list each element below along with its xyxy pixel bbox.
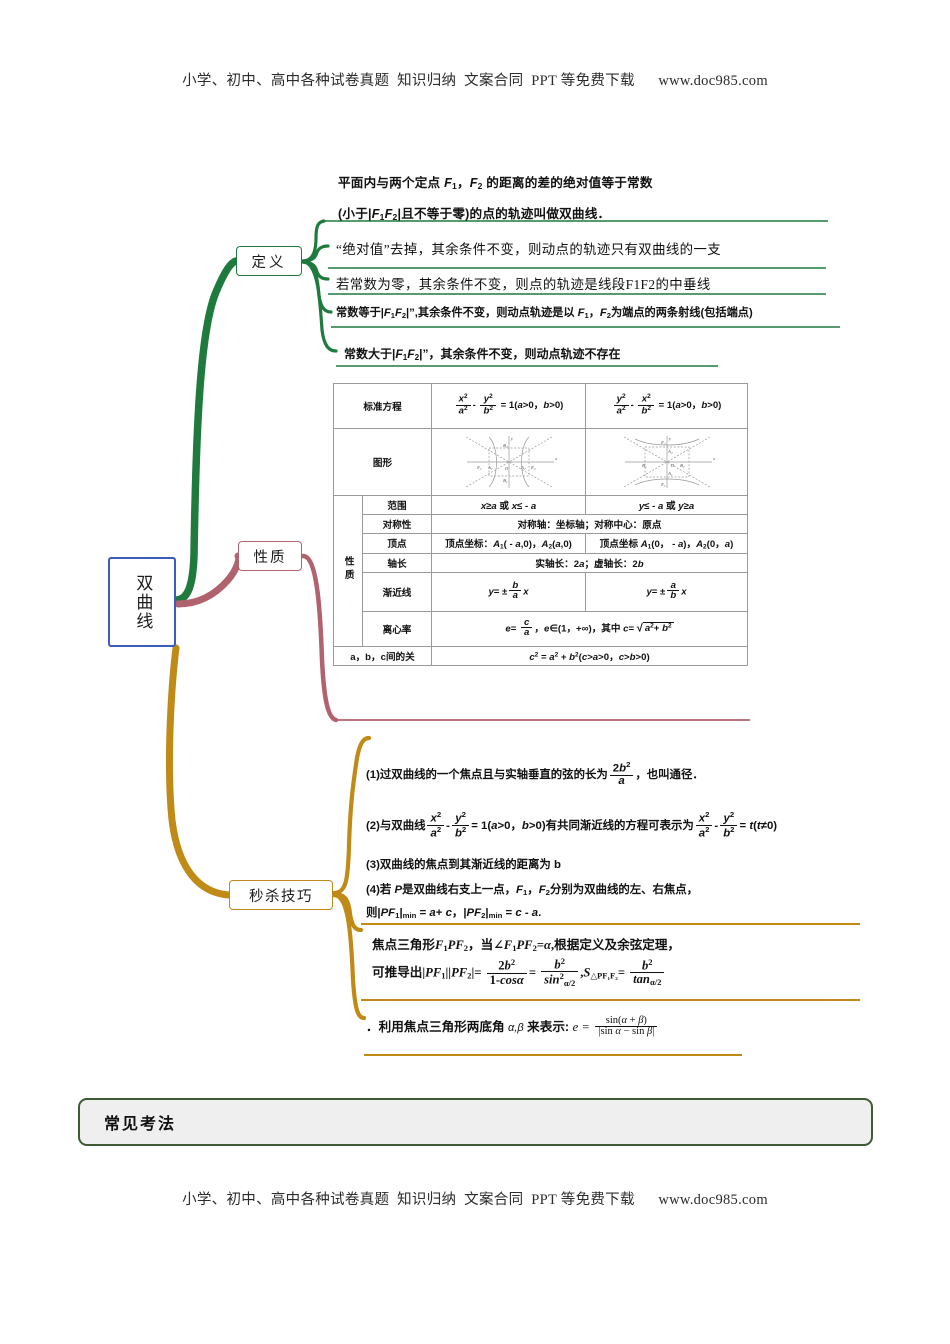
cell-figure-horizontal: y x F₁ A₁ O A₂ F₂ B₂ B₁ bbox=[431, 428, 586, 496]
trick-item-4-line1: (4)若 P是双曲线右支上一点，F1，F2分别为双曲线的左、右焦点， bbox=[366, 884, 699, 897]
svg-text:B₂: B₂ bbox=[502, 443, 508, 448]
cell-range-vertical: y≤ - a 或 y≥a bbox=[585, 495, 748, 515]
svg-text:O: O bbox=[505, 466, 509, 471]
trick-item-2-prefix: (2)与双曲线 bbox=[366, 820, 426, 833]
svg-text:F₂: F₂ bbox=[661, 440, 666, 445]
table-row: a，b，c间的关 c2 = a2 + b2(c>a>0，c>b>0) bbox=[333, 645, 748, 666]
svg-text:B₁: B₁ bbox=[502, 478, 508, 483]
trick-item-2-middle: 有共同渐近线的方程可表示为 bbox=[545, 820, 694, 833]
row-label-axis-length: 轴长 bbox=[362, 552, 432, 573]
common-exam-methods-banner[interactable]: 常见考法 bbox=[78, 1098, 873, 1146]
mindmap-node-properties[interactable]: 性质 bbox=[238, 541, 302, 571]
row-label-standard-equation: 标准方程 bbox=[333, 383, 432, 429]
table-row: 顶点 顶点坐标：A1( - a,0)，A2(a,0) 顶点坐标 A1(0， - … bbox=[334, 533, 748, 554]
svg-text:y: y bbox=[510, 436, 514, 441]
trick-item-6: ．利用焦点三角形两底角 α,β 来表示: e = sin(α + β)|sin … bbox=[366, 1015, 659, 1039]
svg-text:x: x bbox=[712, 456, 716, 461]
common-exam-methods-label: 常见考法 bbox=[104, 1116, 177, 1133]
definition-line-2: (小于|F1F2|且不等于零)的点的轨迹叫做双曲线． bbox=[338, 207, 611, 223]
definition-item-3: 常数等于|F1F2|”,其余条件不变，则动点轨迹是以 F1，F2为端点的两条射线… bbox=[336, 307, 753, 320]
mindmap-node-definition-label: 定义 bbox=[251, 254, 287, 271]
row-group-label-properties: 性质 bbox=[333, 495, 363, 647]
mindmap-node-definition[interactable]: 定义 bbox=[236, 246, 302, 276]
mindmap-node-tricks-label: 秒杀技巧 bbox=[249, 888, 313, 905]
svg-text:B₁: B₁ bbox=[641, 463, 647, 468]
row-label-vertex: 顶点 bbox=[362, 533, 432, 554]
svg-text:F₁: F₁ bbox=[661, 482, 666, 487]
mindmap-node-properties-label: 性质 bbox=[253, 549, 287, 566]
svg-text:O: O bbox=[671, 463, 675, 468]
cell-symmetry: 对称轴：坐标轴；对称中心：原点 bbox=[431, 514, 748, 534]
header-watermark: 小学、初中、高中各种试卷真题 知识归纳 文案合同 PPT 等免费下载 www.d… bbox=[182, 73, 768, 89]
svg-text:y: y bbox=[668, 436, 672, 441]
cell-vertex-vertical: 顶点坐标 A1(0， - a)，A2(0，a) bbox=[585, 533, 748, 554]
mindmap-root-label: 双曲线 bbox=[133, 573, 153, 631]
cell-axis-length: 实轴长：2a；虚轴长：2b bbox=[431, 552, 748, 573]
table-row: 对称性 对称轴：坐标轴；对称中心：原点 bbox=[334, 514, 748, 534]
svg-text:A₂: A₂ bbox=[520, 465, 526, 470]
trick-item-1-text: (1)过双曲线的一个焦点且与实轴垂直的弦的长为 bbox=[366, 769, 608, 782]
definition-line-1: 平面内与两个定点 F1，F2 的距离的差的绝对值等于常数 bbox=[338, 176, 653, 192]
row-label-symmetry: 对称性 bbox=[362, 514, 432, 534]
svg-text:F₂: F₂ bbox=[531, 465, 536, 470]
svg-text:A₁: A₁ bbox=[487, 465, 493, 470]
definition-item-2: 若常数为零，其余条件不变，则点的轨迹是线段F1F2的中垂线 bbox=[336, 277, 711, 292]
row-label-asymptote: 渐近线 bbox=[362, 571, 432, 612]
svg-text:x: x bbox=[554, 456, 558, 461]
cell-vertex-horizontal: 顶点坐标：A1( - a,0)，A2(a,0) bbox=[431, 533, 586, 554]
table-row: 轴长 实轴长：2a；虚轴长：2b bbox=[334, 552, 748, 573]
definition-item-4: 常数大于|F1F2|”，其余条件不变，则动点轨迹不存在 bbox=[344, 347, 621, 363]
trick-item-3: (3)双曲线的焦点到其渐近线的距离为 b bbox=[366, 859, 561, 871]
row-label-abc-relation: a，b，c间的关 bbox=[333, 645, 432, 666]
trick-item-4-line2: 则|PF1|min = a+ c，|PF2|min = c - a. bbox=[366, 907, 542, 920]
row-label-range: 范围 bbox=[362, 495, 432, 515]
svg-text:B₂: B₂ bbox=[679, 463, 685, 468]
hyperbola-horizontal-figure: y x F₁ A₁ O A₂ F₂ B₂ B₁ bbox=[465, 436, 558, 488]
trick-item-1-suffix: ，也叫通径． bbox=[635, 769, 704, 782]
footer-watermark: 小学、初中、高中各种试卷真题 知识归纳 文案合同 PPT 等免费下载 www.d… bbox=[182, 1192, 768, 1208]
definition-item-1: “绝对值”去掉，其余条件不变，则动点的轨迹只有双曲线的一支 bbox=[336, 242, 722, 257]
svg-text:F₁: F₁ bbox=[477, 465, 482, 470]
row-label-figure: 图形 bbox=[333, 428, 432, 496]
svg-text:A₂: A₂ bbox=[667, 449, 673, 454]
mindmap-node-tricks[interactable]: 秒杀技巧 bbox=[229, 880, 333, 910]
cell-abc-relation: c2 = a2 + b2(c>a>0，c>b>0) bbox=[431, 645, 748, 666]
trick-item-5-line1: 焦点三角形F1PF2，当∠F1PF2=α,根据定义及余弦定理， bbox=[372, 938, 681, 954]
svg-text:A₁: A₁ bbox=[667, 471, 673, 476]
table-row: 性质 范围 x≥a 或 x≤ - a y≤ - a 或 y≥a bbox=[333, 495, 748, 647]
mindmap-root-node[interactable]: 双曲线 bbox=[108, 557, 176, 647]
row-label-eccentricity: 离心率 bbox=[362, 610, 432, 647]
cell-range-horizontal: x≥a 或 x≤ - a bbox=[431, 495, 586, 515]
